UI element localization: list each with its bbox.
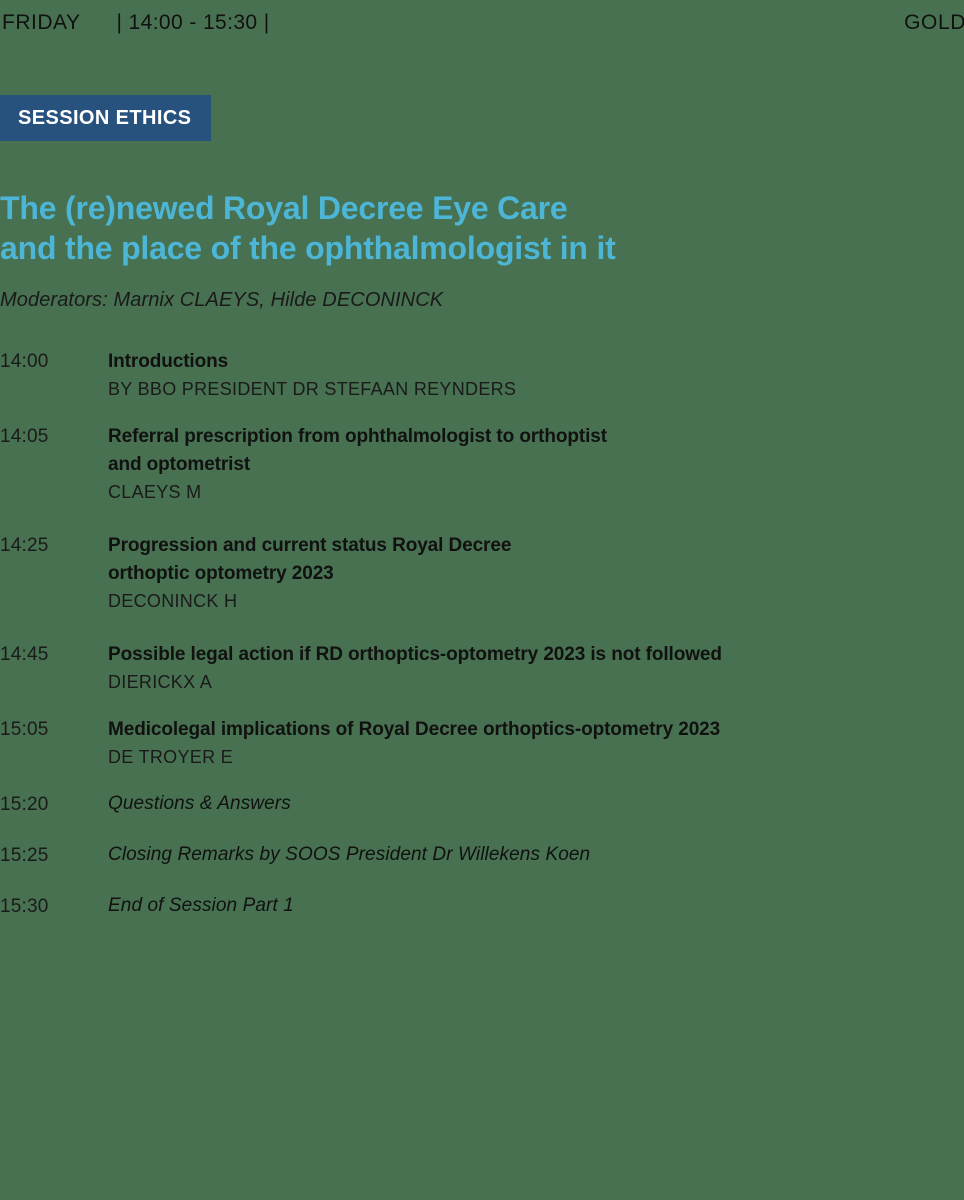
programme-entry: 15:30 End of Session Part 1: [0, 893, 964, 920]
programme-entry-title: Closing Remarks by SOOS President Dr Wil…: [108, 842, 964, 868]
status-badge: SESSION ETHICS: [0, 95, 212, 141]
session-header-left: FRIDAY | 14:00 - 15:30 |: [2, 11, 270, 35]
moderators-line: Moderators: Marnix CLAEYS, Hilde DECONIN…: [0, 289, 444, 311]
programme-entry: 14:45 Possible legal action if RD orthopt…: [0, 641, 964, 696]
programme-entry-speaker: DE TROYER E: [108, 747, 233, 767]
programme-entry-title: Questions & Answers: [108, 791, 964, 817]
programme-entry-time: 14:05: [0, 426, 49, 447]
page-title: The (re)newed Royal Decree Eye Care and …: [0, 188, 940, 268]
session-time-range: | 14:00 - 15:30 |: [116, 11, 270, 34]
session-day: FRIDAY: [2, 11, 81, 34]
programme-entry-title-line-2: orthoptic optometry 2023: [108, 563, 334, 584]
programme-entry: 14:00 Introductions BY BBO PRESIDENT DR ST…: [0, 348, 964, 403]
programme-entry-title: Possible legal action if RD orthoptics-o…: [108, 641, 964, 669]
programme-entry-body: Progression and current status Royal Dec…: [108, 532, 964, 615]
programme-entry: 14:25 Progression and current status Roya…: [0, 532, 964, 615]
programme-entry-body: Possible legal action if RD orthoptics-o…: [108, 641, 964, 696]
programme-entry-title-line-1: Questions & Answers: [108, 793, 291, 814]
programme-entry-time: 14:00: [0, 351, 49, 372]
programme-entry-title-line-1: Medicolegal implications of Royal Decree…: [108, 719, 721, 740]
programme-entry-time: 14:25: [0, 535, 49, 556]
programme-entry-title-line-2: and optometrist: [108, 454, 251, 475]
programme-entry-speaker: BY BBO PRESIDENT DR STEFAAN REYNDERS: [108, 379, 517, 399]
programme-entry-body: Questions & Answers: [108, 791, 964, 817]
programme-entry-title: Medicolegal implications of Royal Decree…: [108, 716, 964, 744]
programme-entry: 15:20 Questions & Answers: [0, 791, 964, 818]
programme-entry-speaker: DIERICKX A: [108, 672, 213, 692]
programme-entry-body: Closing Remarks by SOOS President Dr Wil…: [108, 842, 964, 868]
programme-entry-time: 15:20: [0, 794, 49, 815]
programme-entry-title: Progression and current status Royal Dec…: [108, 532, 964, 588]
programme-entry-title-line-1: Closing Remarks by SOOS President Dr Wil…: [108, 844, 591, 865]
page-title-line-2: and the place of the ophthalmologist in …: [0, 230, 616, 266]
programme-entry-title-line-1: Progression and current status Royal Dec…: [108, 535, 512, 556]
programme-entry-time: 14:45: [0, 644, 49, 665]
programme-list: 14:00 Introductions BY BBO PRESIDENT DR ST…: [0, 348, 964, 944]
programme-entry-title-line-1: Possible legal action if RD orthoptics-o…: [108, 644, 722, 665]
status-badge-label: SESSION ETHICS: [18, 106, 192, 129]
programme-entry: 15:05 Medicolegal implications of Royal D…: [0, 716, 964, 771]
session-room: GOLD: [904, 11, 964, 34]
session-header: FRIDAY | 14:00 - 15:30 | GOLD: [0, 6, 964, 40]
programme-entry-body: End of Session Part 1: [108, 893, 964, 919]
programme-entry-title: Referral prescription from ophthalmologi…: [108, 423, 964, 479]
programme-entry: 14:05 Referral prescription from ophthalm…: [0, 423, 964, 506]
programme-entry-speaker: DECONINCK H: [108, 591, 238, 611]
programme-entry-speaker: CLAEYS M: [108, 482, 202, 502]
programme-entry-title: End of Session Part 1: [108, 893, 964, 919]
programme-entry-time: 15:25: [0, 845, 49, 866]
programme-entry-body: Introductions BY BBO PRESIDENT DR STEFAAN…: [108, 348, 964, 403]
programme-entry-time: 15:30: [0, 896, 49, 917]
programme-entry-body: Referral prescription from ophthalmologi…: [108, 423, 964, 506]
programme-entry-title-line-1: Referral prescription from ophthalmologi…: [108, 426, 607, 447]
programme-entry-title-line-1: End of Session Part 1: [108, 895, 294, 916]
programme-entry: 15:25 Closing Remarks by SOOS President D…: [0, 842, 964, 869]
page-title-line-1: The (re)newed Royal Decree Eye Care: [0, 190, 568, 226]
programme-entry-title: Introductions: [108, 348, 964, 376]
programme-entry-time: 15:05: [0, 719, 49, 740]
programme-entry-body: Medicolegal implications of Royal Decree…: [108, 716, 964, 771]
programme-entry-title-line-1: Introductions: [108, 351, 229, 372]
